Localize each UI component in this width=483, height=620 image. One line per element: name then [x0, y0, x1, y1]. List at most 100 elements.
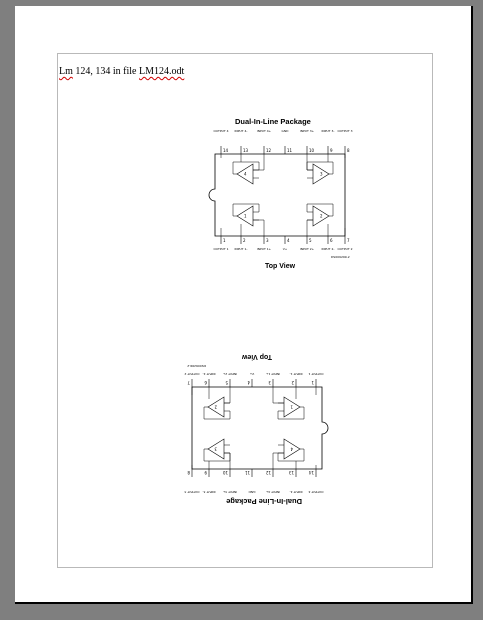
pin-label: INPUT 1- [235, 247, 248, 251]
pin-label: OUTPUT 2 [184, 372, 199, 376]
pin-number: 11 [287, 148, 293, 153]
pin-label: OUTPUT 1 [308, 372, 323, 376]
pin-label: INPUT 4+ [257, 129, 272, 133]
pin-label: INPUT 1- [290, 372, 303, 376]
op-amp-symbol [236, 205, 254, 227]
pin-label: OUTPUT 2 [337, 247, 352, 251]
pin-number: 4 [287, 238, 290, 243]
op-amp-feedback-wire [306, 203, 334, 217]
pin-number: 9 [330, 148, 333, 153]
package-title: Dual-In-Line Package [226, 497, 302, 506]
op-amp-symbol [207, 396, 225, 418]
wire [306, 154, 313, 171]
op-amp-feedback-wire [203, 448, 231, 462]
pin-label: INPUT 3+ [300, 129, 315, 133]
op-amp-feedback-wire [203, 406, 231, 420]
pin-number: 14 [308, 470, 314, 475]
header-prefix: Lm [59, 66, 73, 77]
pin-label: INPUT 3- [322, 129, 335, 133]
wire [224, 387, 231, 404]
op-amp-input-wires [307, 169, 313, 179]
op-amp-input-wires [224, 402, 230, 412]
pin-label: INPUT 2+ [222, 372, 237, 376]
pin-number: 6 [204, 380, 207, 385]
op-amp-symbol [236, 163, 254, 185]
op-amp-input-wires [278, 402, 284, 412]
pin-number: 3 [266, 238, 269, 243]
op-amp-label: 3 [214, 447, 217, 452]
op-amp-input-wires [253, 169, 259, 179]
op-amp-label: 1 [244, 214, 247, 219]
pin-label: GND [248, 490, 256, 494]
op-amp-feedback-wire [232, 161, 260, 175]
wire [272, 452, 284, 469]
pin-number: 12 [265, 470, 271, 475]
page-margin-frame [57, 53, 433, 568]
op-amp-label: 4 [290, 447, 293, 452]
op-amp-symbol [312, 163, 330, 185]
pin-label: V+ [249, 372, 254, 376]
pin-label: INPUT 2- [322, 247, 335, 251]
op-amp-symbol [283, 438, 301, 460]
package-body [208, 153, 346, 237]
pin-number: 8 [187, 470, 190, 475]
op-amp-input-wires [224, 444, 230, 454]
pin-number: 13 [243, 148, 249, 153]
op-amp-input-wires [253, 211, 259, 221]
pin-label: OUTPUT 3 [337, 129, 352, 133]
op-amp-label: 4 [244, 172, 247, 177]
op-amp-symbol [283, 396, 301, 418]
pin-label: INPUT 4+ [265, 490, 280, 494]
wire [253, 219, 265, 236]
header-filename: LM124.odt [139, 66, 185, 77]
pin-label: INPUT 1+ [257, 247, 272, 251]
pin-label: INPUT 3- [203, 490, 216, 494]
pin-number: 4 [247, 380, 250, 385]
pin-label: OUTPUT 4 [308, 490, 323, 494]
document-page: Lm 124, 134 in file LM124.odt Dual-In-Li… [15, 6, 473, 604]
pin-number: 6 [330, 238, 333, 243]
pin-label: OUTPUT 1 [213, 247, 228, 251]
pin-number: 5 [225, 380, 228, 385]
wire [253, 154, 265, 171]
pin-label: INPUT 2+ [300, 247, 315, 251]
pin-number: 1 [223, 238, 226, 243]
pin-number: 9 [204, 470, 207, 475]
package-body [191, 386, 329, 470]
view-label: Top View [241, 353, 272, 360]
header-text: Lm 124, 134 in file LM124.odt [59, 66, 184, 77]
part-number: DS009299-2 [187, 364, 206, 368]
op-amp-symbol [207, 438, 225, 460]
op-amp-label: 3 [320, 172, 323, 177]
op-amp-label: 2 [320, 214, 323, 219]
pin-number: 12 [266, 148, 272, 153]
pin-number: 1 [311, 380, 314, 385]
pin-number: 10 [309, 148, 315, 153]
view-label: Top View [265, 263, 296, 270]
pin-number: 11 [244, 470, 250, 475]
op-amp-feedback-wire [232, 203, 260, 217]
wire [272, 387, 284, 404]
pin-label: INPUT 3+ [222, 490, 237, 494]
pin-number: 8 [347, 148, 350, 153]
op-amp-feedback-wire [277, 406, 305, 420]
pin-number: 14 [223, 148, 229, 153]
part-number: DS009299-2 [331, 255, 350, 259]
pin-number: 3 [268, 380, 271, 385]
op-amp-input-wires [278, 444, 284, 454]
op-amp-label: 2 [214, 405, 217, 410]
op-amp-input-wires [307, 211, 313, 221]
op-amp-feedback-wire [277, 448, 305, 462]
pin-number: 2 [243, 238, 246, 243]
op-amp-label: 1 [290, 405, 293, 410]
pin-number: 5 [309, 238, 312, 243]
pin-label: INPUT 1+ [265, 372, 280, 376]
header-middle: 124, 134 in file [72, 66, 139, 77]
pin-label: V+ [283, 247, 288, 251]
pin-label: OUTPUT 3 [184, 490, 199, 494]
pin-number: 13 [288, 470, 294, 475]
op-amp-symbol [312, 205, 330, 227]
pin-label: INPUT 2- [203, 372, 216, 376]
